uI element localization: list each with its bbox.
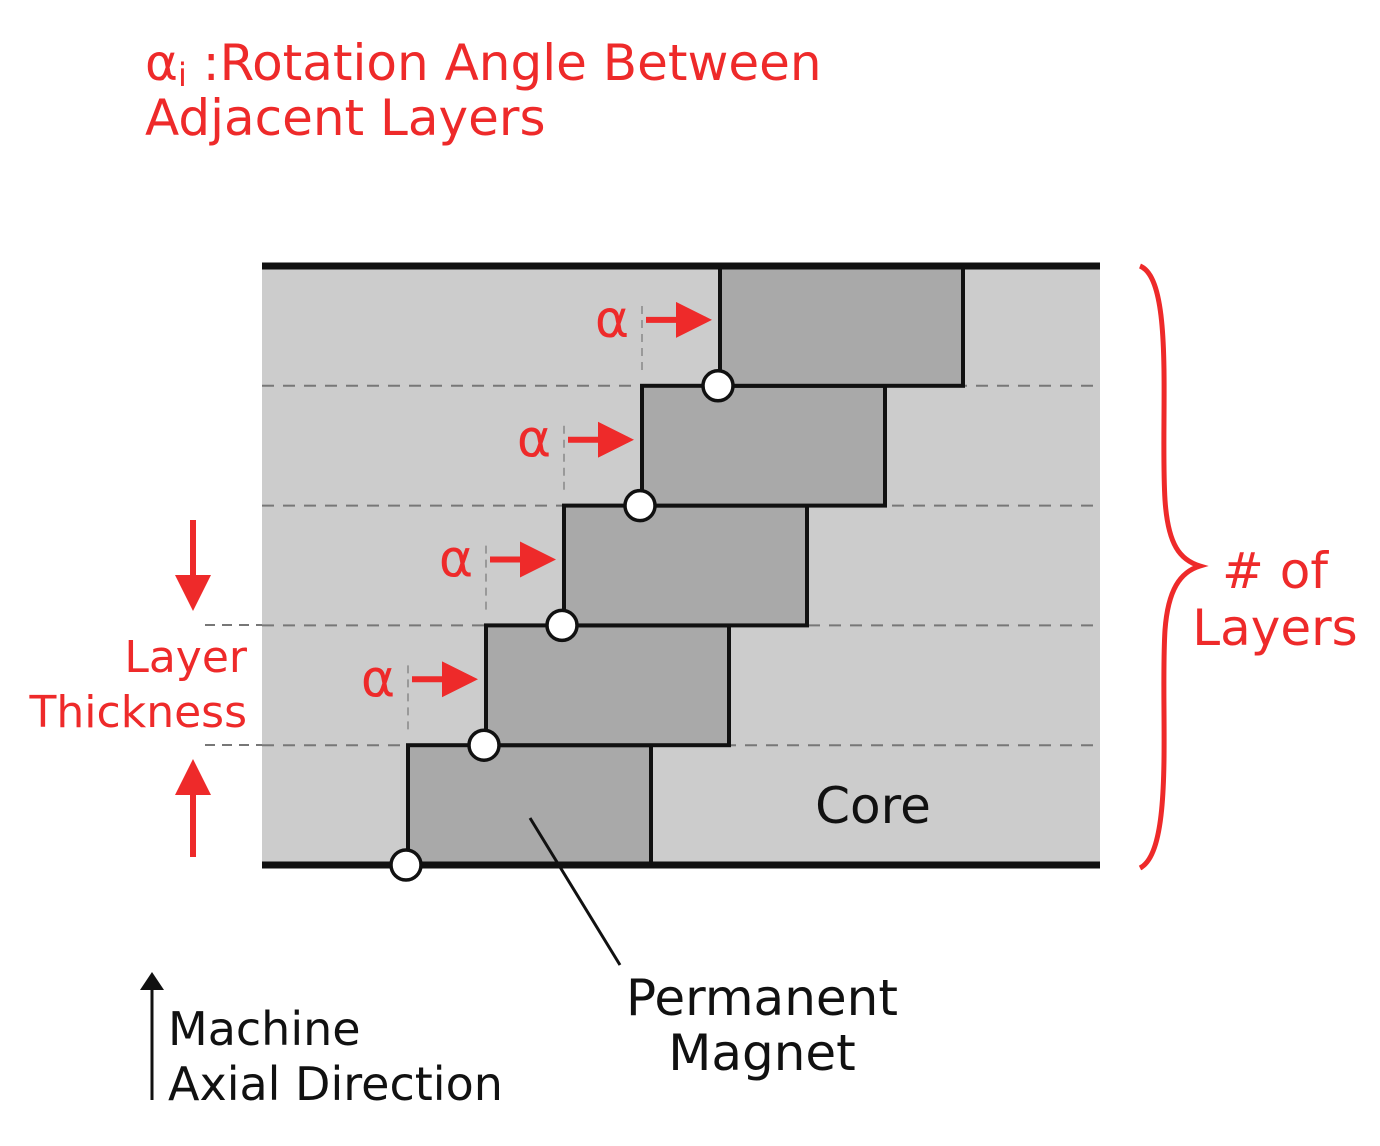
magnet-segment: [406, 743, 653, 868]
magnet-corner-marker: [467, 728, 501, 762]
magnet-label-1: Permanent: [626, 969, 898, 1027]
magnet-segment: [484, 623, 731, 748]
magnet-segment: [562, 503, 809, 628]
alpha-label: α: [439, 530, 473, 590]
alpha-label: α: [517, 410, 551, 470]
layer-thickness-label-2: Thickness: [29, 687, 247, 738]
alpha-label: α: [595, 290, 629, 350]
magnet-pointer: [528, 817, 622, 966]
magnet-corner-marker: [389, 848, 423, 882]
magnet-segment: [718, 264, 965, 388]
axial-label-1: Machine: [168, 1002, 361, 1056]
core-label: Core: [815, 777, 931, 835]
magnet-corner-marker: [545, 608, 579, 643]
magnet-segment: [640, 383, 887, 508]
alpha-label: α: [361, 649, 395, 709]
layer-thickness-label-1: Layer: [124, 632, 248, 683]
layers-brace: [1138, 263, 1209, 871]
num-layers-label-1: # of: [1222, 542, 1329, 600]
magnet-corner-marker: [701, 369, 735, 403]
axial-label-2: Axial Direction: [168, 1057, 503, 1111]
magnet-label-2: Magnet: [668, 1024, 856, 1082]
permanent-magnets: [406, 264, 965, 868]
num-layers-label-2: Layers: [1192, 599, 1357, 657]
title-line-2: Adjacent Layers: [145, 89, 546, 147]
magnet-corner-marker: [623, 488, 657, 523]
title-line-1: αi :Rotation Angle Between: [145, 34, 822, 94]
